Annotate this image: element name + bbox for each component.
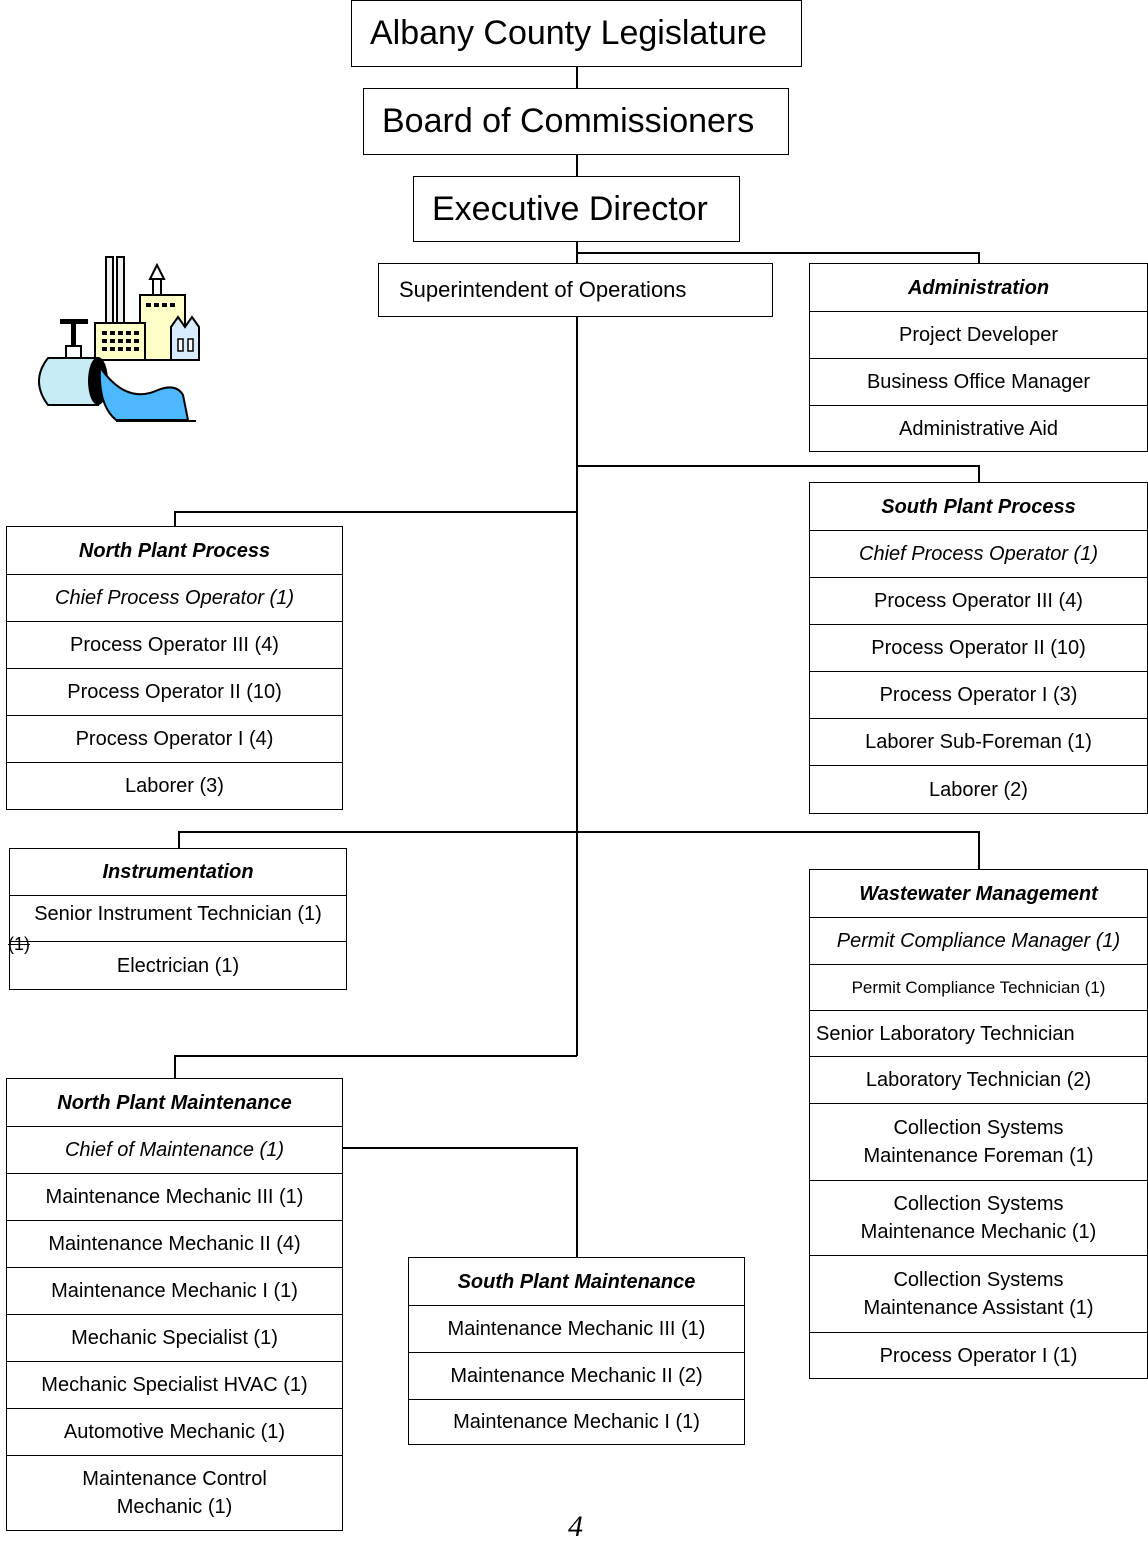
wastewater-item: Collection Systems Maintenance Mechanic … (810, 1180, 1147, 1255)
north-process-item: Process Operator III (4) (7, 621, 342, 668)
connector-line (174, 1055, 577, 1057)
connector-line (174, 511, 176, 526)
instrumentation-item: Senior Instrument Technician (1) (10, 895, 346, 941)
north-maintenance-item: Automotive Mechanic (1) (7, 1408, 342, 1455)
board-box: Board of Commissioners (363, 88, 789, 155)
administration-item: Project Developer (810, 311, 1147, 358)
connector-line (576, 316, 578, 1056)
connector-line (174, 511, 577, 513)
south-process-item: Process Operator II (10) (810, 624, 1147, 671)
connector-line (978, 252, 980, 264)
strikethrough-note: (1) (8, 934, 30, 954)
wastewater-item: Collection Systems Maintenance Foreman (… (810, 1103, 1147, 1180)
north-process-item: Chief Process Operator (1) (7, 574, 342, 621)
connector-line (178, 831, 979, 833)
north-process-group: North Plant Process Chief Process Operat… (6, 526, 343, 810)
instrumentation-item: Electrician (1) (10, 941, 346, 989)
north-maintenance-group: North Plant Maintenance Chief of Mainten… (6, 1078, 343, 1531)
south-process-item: Chief Process Operator (1) (810, 530, 1147, 577)
legislature-label: Albany County Legislature (370, 14, 767, 52)
superintendent-label: Superintendent of Operations (399, 277, 687, 302)
executive-label: Executive Director (432, 189, 708, 228)
administration-item: Administrative Aid (810, 405, 1147, 452)
connector-line (341, 1147, 577, 1149)
south-process-item: Process Operator I (3) (810, 671, 1147, 718)
connector-line (978, 831, 980, 869)
connector-line (576, 465, 979, 467)
north-process-item: Laborer (3) (7, 762, 342, 809)
wastewater-item: Laboratory Technician (2) (810, 1056, 1147, 1103)
north-maintenance-item: Maintenance Mechanic II (4) (7, 1220, 342, 1267)
north-maintenance-item: Maintenance Mechanic III (1) (7, 1173, 342, 1220)
south-process-item: Process Operator III (4) (810, 577, 1147, 624)
north-maintenance-item: Chief of Maintenance (1) (7, 1126, 342, 1173)
south-process-item: Laborer Sub-Foreman (1) (810, 718, 1147, 765)
wastewater-group: Wastewater Management Permit Compliance … (809, 869, 1148, 1379)
north-maintenance-item: Maintenance Control Mechanic (1) (7, 1455, 342, 1530)
connector-line (576, 66, 578, 88)
wastewater-item: Permit Compliance Technician (1) (810, 964, 1147, 1010)
executive-box: Executive Director (413, 176, 740, 242)
north-maintenance-item: Mechanic Specialist HVAC (1) (7, 1361, 342, 1408)
south-process-group: South Plant Process Chief Process Operat… (809, 482, 1148, 814)
connector-line (978, 465, 980, 482)
treatment-plant-icon (38, 256, 200, 422)
administration-group: Administration Project Developer Busines… (809, 263, 1148, 452)
south-process-header: South Plant Process (881, 495, 1076, 518)
north-process-item: Process Operator II (10) (7, 668, 342, 715)
south-maintenance-group: South Plant Maintenance Maintenance Mech… (408, 1257, 745, 1445)
page-number: 4 (568, 1510, 583, 1543)
superintendent-box: Superintendent of Operations (378, 263, 773, 317)
south-maintenance-item: Maintenance Mechanic III (1) (409, 1305, 744, 1352)
legislature-box: Albany County Legislature (351, 0, 802, 67)
north-process-header: North Plant Process (78, 539, 271, 562)
south-maintenance-header: South Plant Maintenance (457, 1270, 696, 1293)
north-process-item: Process Operator I (4) (7, 715, 342, 762)
board-label: Board of Commissioners (382, 102, 755, 140)
north-maintenance-item: Maintenance Mechanic I (1) (7, 1267, 342, 1314)
wastewater-item: Permit Compliance Manager (1) (810, 917, 1147, 964)
south-process-item: Laborer (2) (810, 765, 1147, 813)
wastewater-item: Process Operator I (1) (810, 1332, 1147, 1378)
wastewater-item: Senior Laboratory Technician (810, 1010, 1147, 1056)
connector-line (576, 1147, 578, 1257)
connector-line (178, 831, 180, 848)
instrumentation-group: Instrumentation Senior Instrument Techni… (9, 848, 347, 990)
south-maintenance-item: Maintenance Mechanic II (2) (409, 1352, 744, 1399)
administration-item: Business Office Manager (810, 358, 1147, 405)
wastewater-item: Collection Systems Maintenance Assistant… (810, 1255, 1147, 1332)
connector-line (576, 154, 578, 176)
administration-header: Administration (907, 276, 1050, 299)
north-maintenance-header: North Plant Maintenance (57, 1091, 292, 1114)
instrumentation-header: Instrumentation (102, 861, 254, 883)
wastewater-header: Wastewater Management (859, 882, 1098, 905)
connector-line (576, 252, 979, 254)
south-maintenance-item: Maintenance Mechanic I (1) (409, 1399, 744, 1444)
connector-line (174, 1055, 176, 1078)
north-maintenance-item: Mechanic Specialist (1) (7, 1314, 342, 1361)
